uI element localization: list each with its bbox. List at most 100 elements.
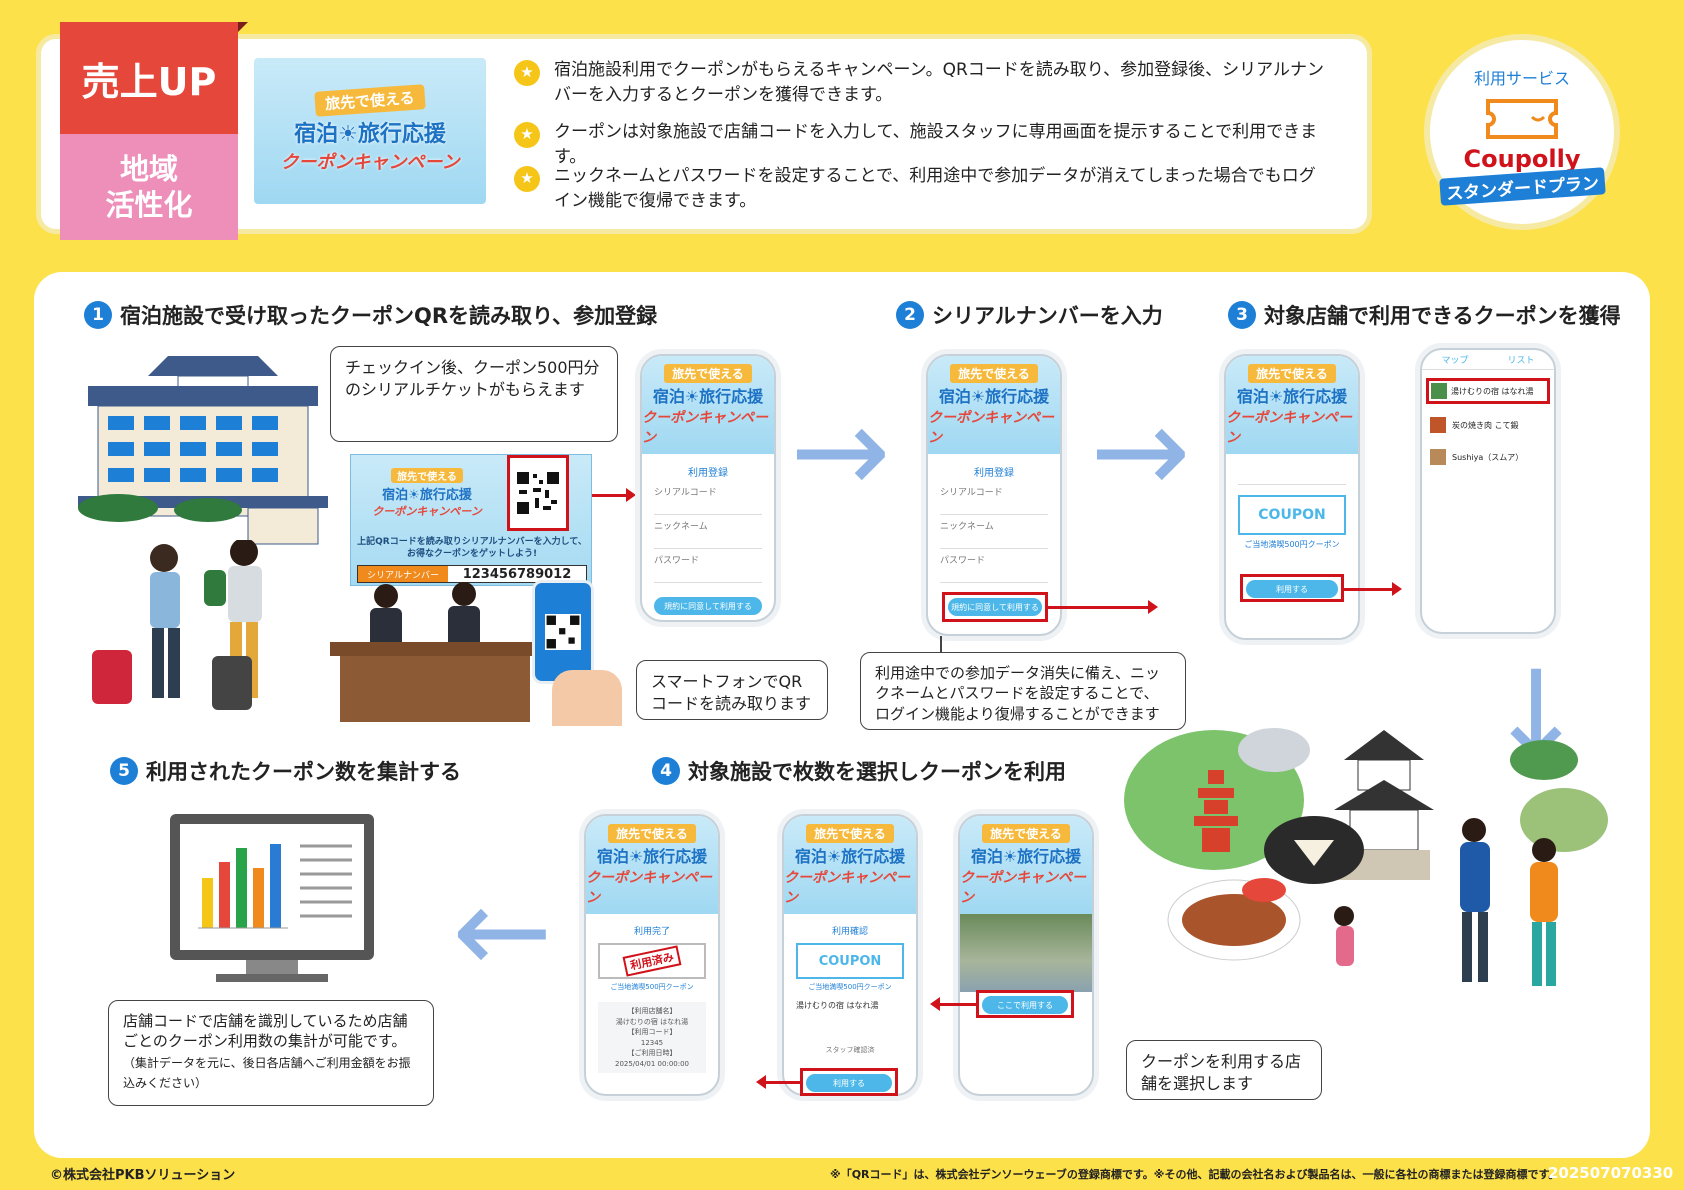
banner-line1: 旅先で使える xyxy=(314,84,426,117)
list-tabs: マップ リスト xyxy=(1422,350,1554,370)
smartphone-bubble: スマートフォンでQRコードを読み取ります xyxy=(636,660,828,720)
store-photo xyxy=(960,914,1092,992)
bullet-2: ★ クーポンは対象施設で店舗コードを入力して、施設スタッフに専用画面を提示するこ… xyxy=(514,120,1324,169)
serial-row: シリアルナンバー 123456789012 xyxy=(357,565,587,583)
service-label: 利用サービス xyxy=(1473,68,1570,88)
ticket-banner-line3: クーポンキャンペーン xyxy=(372,505,482,518)
done-store-name: 湯けむりの宿 はなれ湯 xyxy=(615,1017,689,1026)
select-store-bubble: クーポンを利用する店舗を選択します xyxy=(1126,1040,1322,1100)
store-name: 炭の焼き肉 こて鍛 xyxy=(1452,420,1519,430)
banner-line2: 宿泊☀旅行応援 xyxy=(970,846,1082,866)
bar-chart-icon xyxy=(198,844,352,929)
nickname-field-label: ニックネーム xyxy=(654,522,708,532)
monitor-base xyxy=(216,974,328,982)
ticket-banner-line1: 旅先で使える xyxy=(391,468,463,483)
submit-button: 規約に同意して利用する xyxy=(654,597,762,615)
used-coupon: 利用済み xyxy=(598,943,706,979)
step-title: 対象施設で枚数を選択しクーポンを利用 xyxy=(688,760,1066,784)
bullet-text: クーポンは対象施設で店舗コードを入力して、施設スタッフに専用画面を提示することで… xyxy=(554,122,1318,167)
divider xyxy=(940,548,1048,549)
bullet-text: 宿泊施設利用でクーポンがもらえるキャンペーン。QRコードを読み取り、参加登録後、… xyxy=(554,60,1324,105)
banner-line2: 宿泊☀旅行応援 xyxy=(596,846,708,866)
qr-ticket-card: 旅先で使える 宿泊☀旅行応援 クーポンキャンペーン 上記QRコードを読み取りシリ… xyxy=(350,454,592,586)
use-button-highlight: 利用する xyxy=(800,1068,898,1096)
submit-highlight: 規約に同意して利用する xyxy=(942,592,1048,622)
submit-button: 規約に同意して利用する xyxy=(948,598,1042,616)
chart-bar-icon xyxy=(253,868,264,928)
step-number: 4 xyxy=(652,757,680,785)
phone-store-list: マップ リスト 湯けむりの宿 はなれ湯 炭の焼き肉 こて鍛 Sushiya（スム… xyxy=(1420,348,1556,634)
divider xyxy=(654,582,762,583)
step-2-heading: 2 シリアルナンバーを入力 xyxy=(896,300,1163,330)
trademark-note: ※「QRコード」は、株式会社デンソーウェーブの登録商標です。※その他、記載の会社… xyxy=(830,1168,1560,1181)
step-4-heading: 4 対象施設で枚数を選択しクーポンを利用 xyxy=(652,756,1066,786)
divider xyxy=(654,548,762,549)
phone-banner: 旅先で使える宿泊☀旅行応援クーポンキャンペーン xyxy=(928,356,1060,454)
divider xyxy=(940,514,1048,515)
star-icon: ★ xyxy=(514,60,540,86)
serial-field-label: シリアルコード xyxy=(654,488,717,498)
banner-line1: 旅先で使える xyxy=(664,363,752,383)
red-arrow xyxy=(766,1081,800,1084)
red-arrow-head xyxy=(626,488,636,502)
red-arrow xyxy=(1048,606,1150,609)
banner-line3: クーポンキャンペーン xyxy=(928,409,1054,446)
tab-map: マップ xyxy=(1441,356,1469,366)
store-name: Sushiya（スムア） xyxy=(1452,452,1524,462)
bullet-1: ★ 宿泊施設利用でクーポンがもらえるキャンペーン。QRコードを読み取り、参加登録… xyxy=(514,58,1324,107)
confirm-title: 利用確認 xyxy=(831,927,868,937)
step-title: シリアルナンバーを入力 xyxy=(932,304,1163,328)
phone-banner: 旅先で使える宿泊☀旅行応援クーポンキャンペーン xyxy=(642,356,774,454)
hand-illustration xyxy=(552,670,622,726)
hand-phone xyxy=(532,580,594,684)
red-arrow-head xyxy=(930,997,940,1011)
phone-banner: 旅先で使える宿泊☀旅行応援クーポンキャンペーン xyxy=(784,816,916,914)
tab-list: リスト xyxy=(1507,356,1535,366)
store-name: 湯けむりの宿 はなれ湯 xyxy=(796,1001,879,1010)
phone-register: 旅先で使える宿泊☀旅行応援クーポンキャンペーン 利用登録 シリアルコード ニック… xyxy=(640,354,776,622)
banner-line2: 宿泊☀旅行応援 xyxy=(938,386,1050,406)
banner-line1: 旅先で使える xyxy=(950,363,1038,383)
chart-bar-icon xyxy=(219,862,230,928)
done-time-label: 【ご利用日時】 xyxy=(627,1049,677,1057)
banner-line3: クーポンキャンペーン xyxy=(784,869,910,906)
tag-sales-up: 売上UP xyxy=(60,22,238,134)
store-thumb xyxy=(1430,449,1446,465)
ticket-banner-line2: 宿泊☀旅行応援 xyxy=(382,488,472,503)
bullet-3: ★ ニックネームとパスワードを設定することで、利用途中で参加データが消えてしまっ… xyxy=(514,164,1324,213)
red-arrow-head xyxy=(756,1075,766,1089)
ticket-qr-highlight xyxy=(507,455,569,531)
tourism-illustration xyxy=(1124,728,1608,986)
done-details: 【利用店舗名】 湯けむりの宿 はなれ湯 【利用コード】 12345 【ご利用日時… xyxy=(598,1002,706,1073)
chart-bar-icon xyxy=(202,878,213,928)
coupon-ticket: COUPON xyxy=(1238,495,1346,535)
store-name: 湯けむりの宿 はなれ湯 xyxy=(1451,386,1534,396)
nickname-field-label: ニックネーム xyxy=(940,522,994,532)
phone-body: 利用完了 利用済み ご当地満喫500円クーポン 【利用店舗名】 湯けむりの宿 は… xyxy=(586,914,718,1083)
step-title: 利用されたクーポン数を集計する xyxy=(146,760,461,784)
red-arrow-head xyxy=(1392,582,1402,596)
phone-body: COUPON ご当地満喫500円クーポン xyxy=(1226,454,1358,560)
serial-label: シリアルナンバー xyxy=(358,566,448,582)
store-item: Sushiya（スムア） xyxy=(1430,446,1546,468)
star-icon: ★ xyxy=(514,122,540,148)
banner-line3: クーポンキャンペーン xyxy=(960,869,1086,906)
aggregate-main-text: 店舗コードで店舗を識別しているため店舗ごとのクーポン利用数の集計が可能です。 xyxy=(123,1012,408,1051)
red-arrow xyxy=(1344,588,1394,591)
banner-line1: 旅先で使える xyxy=(1248,363,1336,383)
banner-line3: クーポンキャンペーン xyxy=(586,869,712,906)
monitor xyxy=(170,814,374,960)
banner-line3: クーポンキャンペーン xyxy=(1226,409,1352,446)
done-code: 12345 xyxy=(640,1038,664,1047)
document-id: 202507070330 xyxy=(1548,1164,1674,1182)
coupon-subtitle: ご当地満喫500円クーポン xyxy=(1244,540,1340,549)
store-item-highlight: 湯けむりの宿 はなれ湯 xyxy=(1426,378,1550,404)
service-plan: スタンダードプラン xyxy=(1438,166,1606,206)
checkin-bubble: チェックイン後、クーポン500円分のシリアルチケットがもらえます xyxy=(330,346,618,442)
phone-body: 利用確認 COUPON ご当地満喫500円クーポン 湯けむりの宿 はなれ湯 スタ… xyxy=(784,914,916,1065)
phone-use-complete: 旅先で使える宿泊☀旅行応援クーポンキャンペーン 利用完了 利用済み ご当地満喫5… xyxy=(584,814,720,1096)
login-bubble: 利用途中での参加データ消失に備え、ニックネームとパスワードを設定することで、ログ… xyxy=(860,652,1186,730)
red-arrow-head xyxy=(1148,600,1158,614)
coupon-ticket: COUPON xyxy=(796,943,904,979)
